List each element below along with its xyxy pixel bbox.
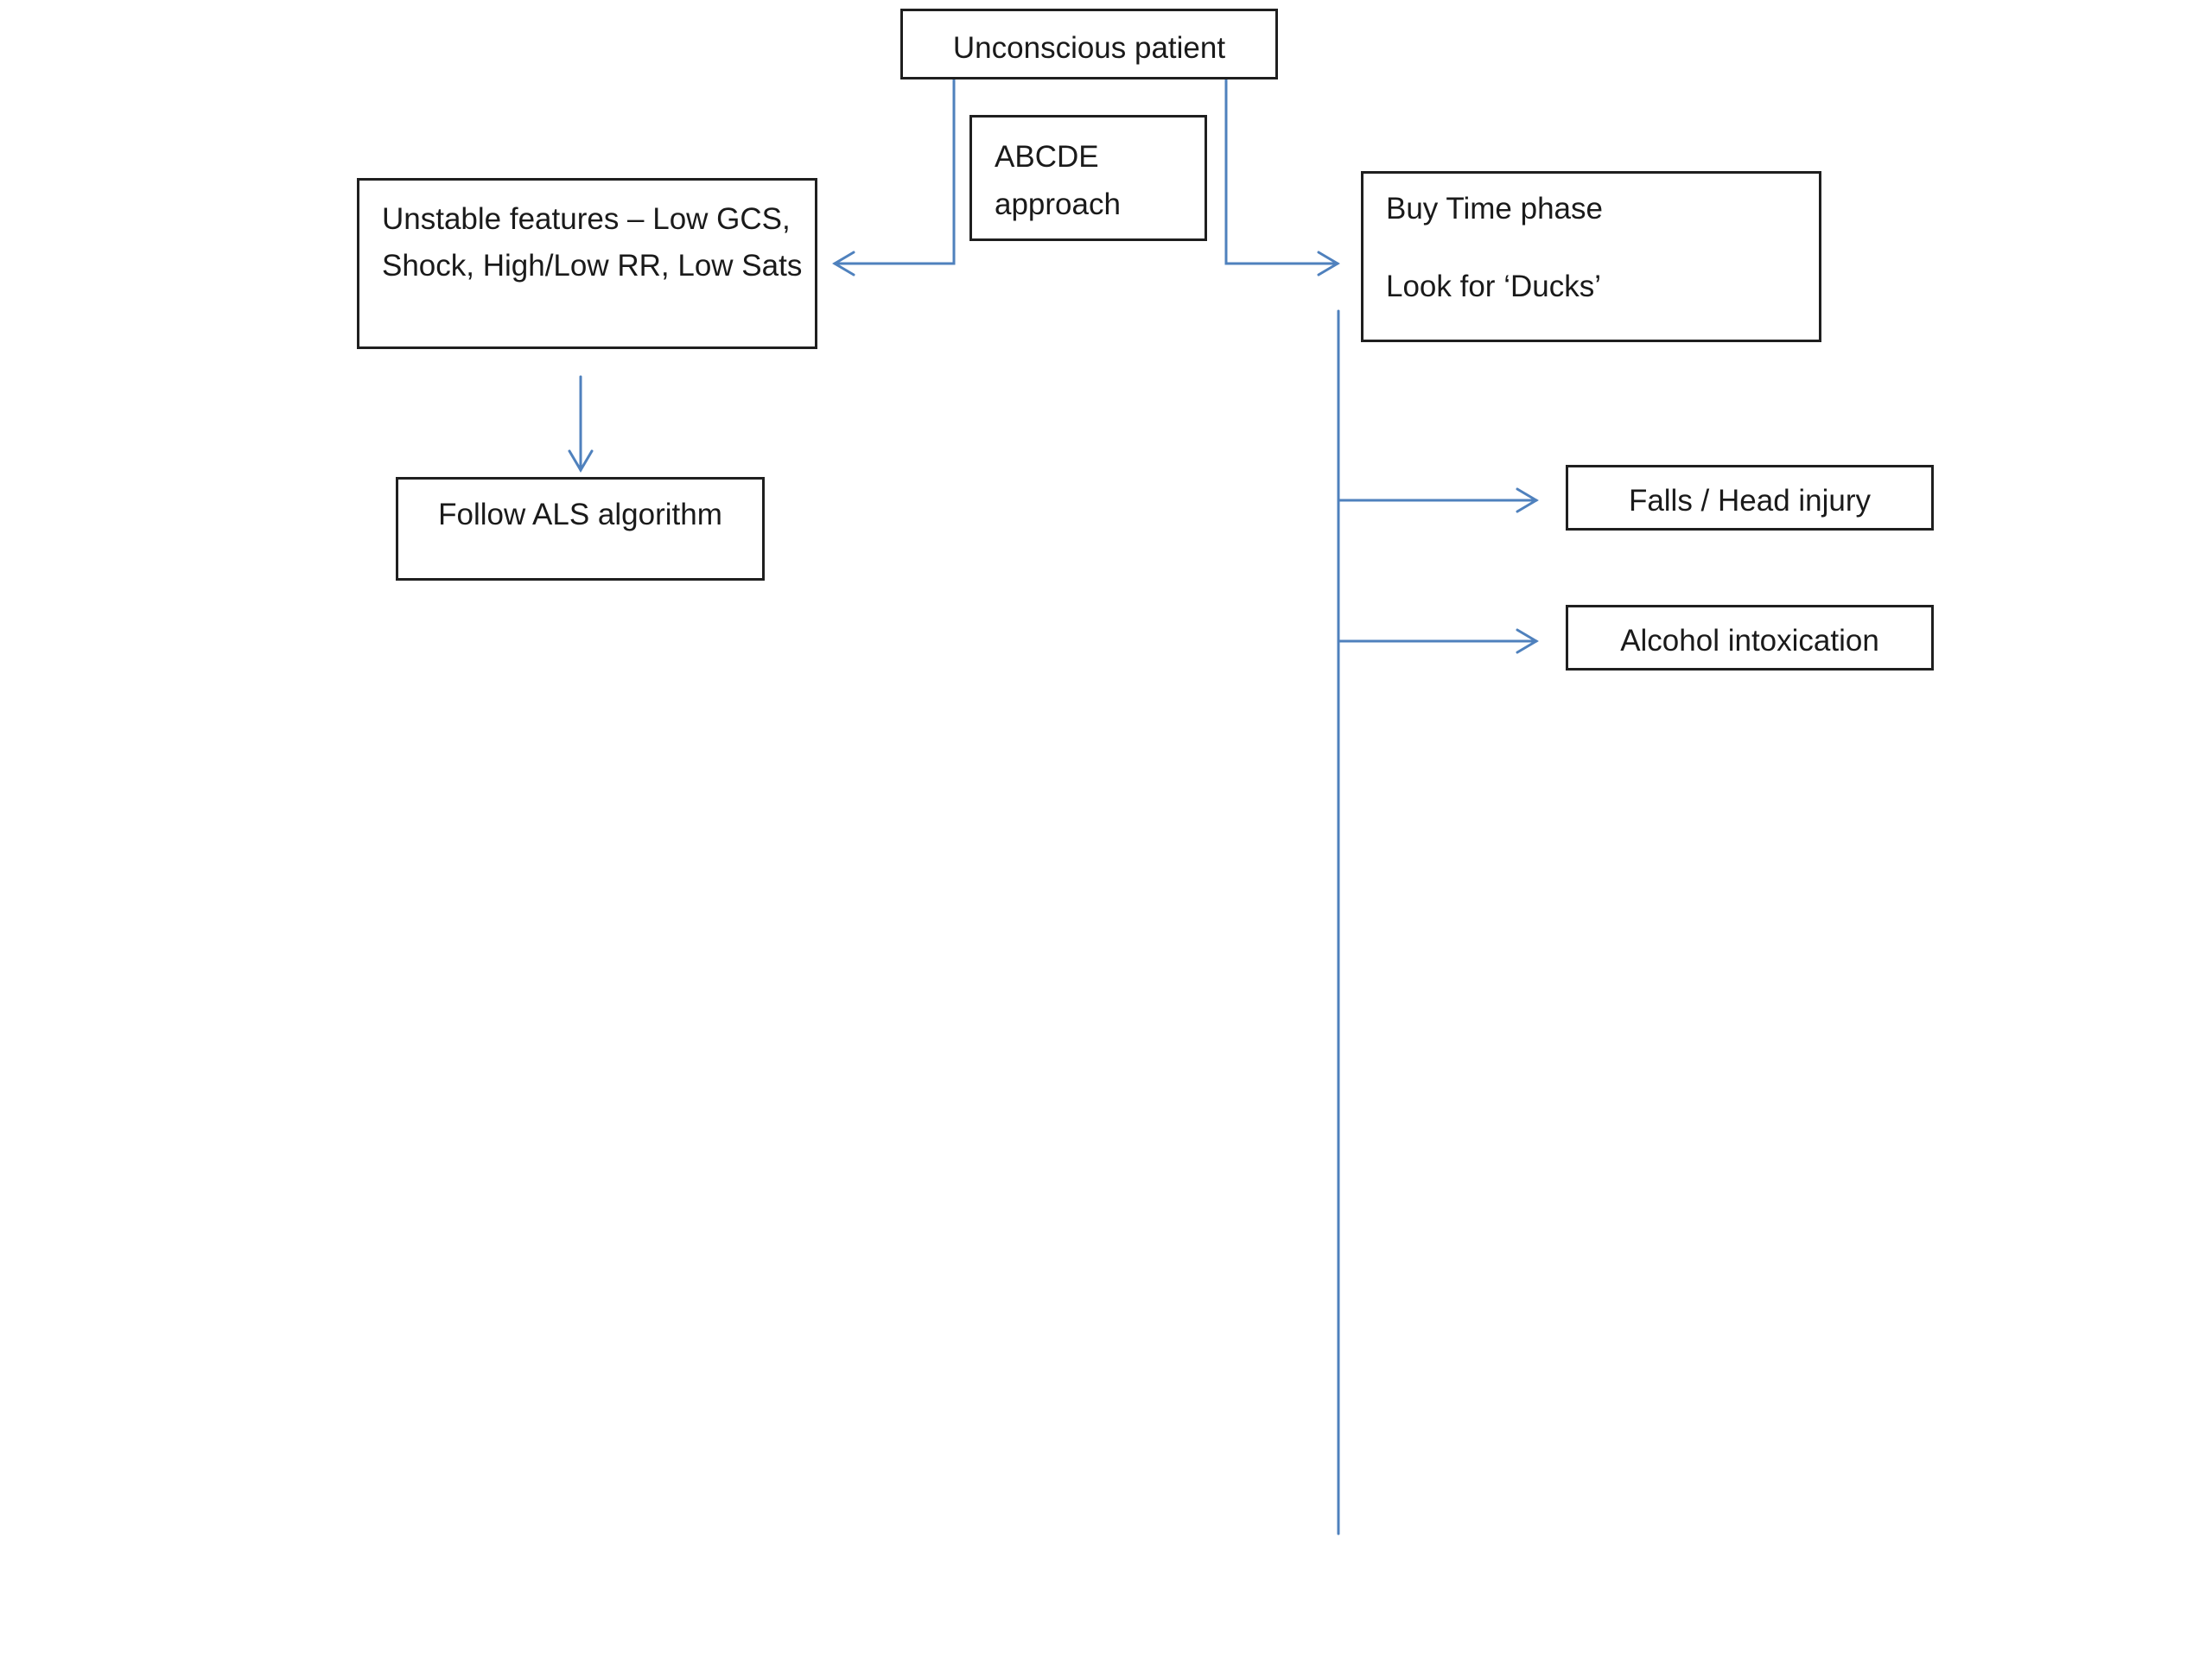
connector-group — [568, 78, 1539, 1535]
edge-start-to-buy-time — [1224, 78, 1339, 265]
edge-start-to-unstable — [833, 78, 956, 265]
node-unconscious-patient: Unconscious patient — [900, 9, 1278, 79]
node-label: ABCDE — [995, 140, 1099, 174]
node-follow-als-algorithm: Follow ALS algorithm — [396, 477, 765, 581]
node-falls-head-injury: Falls / Head injury — [1566, 465, 1934, 531]
arrowhead-alcohol — [1516, 628, 1539, 654]
node-label: approach — [995, 188, 1121, 222]
node-abcde-approach: ABCDE approach — [969, 115, 1207, 241]
node-alcohol-intoxication: Alcohol intoxication — [1566, 605, 1934, 671]
node-label: Falls / Head injury — [1628, 484, 1872, 518]
node-label: Follow ALS algorithm — [438, 498, 722, 531]
node-unstable-features: Unstable features – Low GCS, Shock, High… — [357, 178, 817, 349]
node-label: Shock, High/Low RR, Low Sats — [382, 249, 803, 283]
arrowhead-falls — [1516, 487, 1539, 513]
node-label: Look for ‘Ducks’ — [1386, 270, 1601, 304]
node-label: Buy Time phase — [1386, 192, 1603, 226]
arrowhead-unstable — [832, 251, 855, 276]
arrowhead-als — [568, 449, 594, 473]
node-buy-time-phase: Buy Time phase Look for ‘Ducks’ — [1361, 171, 1821, 342]
arrowhead-buy-time — [1317, 251, 1340, 276]
node-label: Unstable features – Low GCS, — [382, 202, 791, 236]
node-spacer — [1386, 232, 1819, 264]
node-label: Unconscious patient — [952, 31, 1226, 65]
node-label: Alcohol intoxication — [1620, 624, 1879, 658]
